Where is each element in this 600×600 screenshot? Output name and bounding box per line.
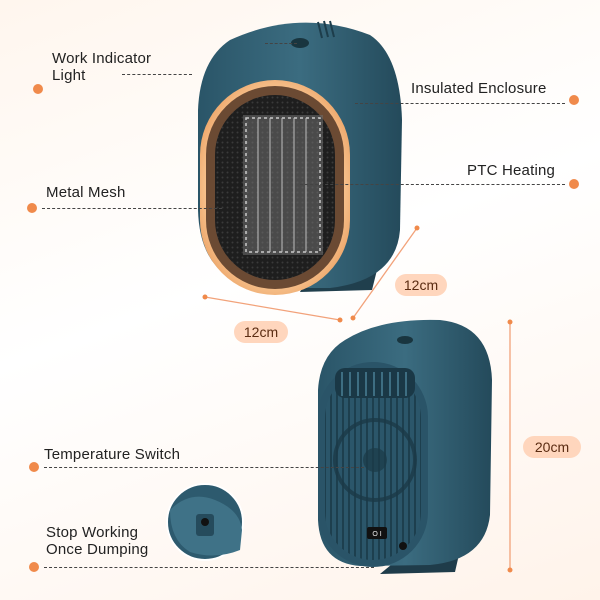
temperature-switch-dot xyxy=(29,462,39,472)
ptc-element-icon xyxy=(243,115,323,255)
height-dimension-pill: 20cm xyxy=(523,436,581,458)
ptc-heating-dot xyxy=(569,179,579,189)
temperature-switch-leader xyxy=(44,467,364,468)
fan-icon xyxy=(333,418,417,502)
stop-working-leader xyxy=(44,567,374,568)
indicator-light-icon xyxy=(291,38,309,48)
ptc-heating-leader xyxy=(300,184,565,185)
metal-mesh-leader xyxy=(42,208,222,209)
dimension-lines xyxy=(202,225,513,573)
metal-mesh-dot xyxy=(27,203,37,213)
stop-working-line1: Stop Working xyxy=(46,524,139,541)
tip-over-switch-inset xyxy=(166,483,244,561)
width-dimension-pill: 12cm xyxy=(234,321,288,343)
work-indicator-leader xyxy=(122,74,192,75)
back-heater: O I xyxy=(318,319,492,574)
depth-dimension-pill: 12cm xyxy=(395,274,447,296)
insulated-enclosure-label: Insulated Enclosure xyxy=(411,80,547,97)
power-switch[interactable] xyxy=(367,527,387,539)
front-heater xyxy=(198,20,402,295)
stop-working-line2: Once Dumping xyxy=(46,541,149,558)
power-switch-label: O I xyxy=(372,531,381,538)
work-indicator-label: Work Indicator Light xyxy=(52,50,151,84)
work-indicator-dot xyxy=(33,84,43,94)
metal-mesh-label: Metal Mesh xyxy=(46,184,126,201)
stop-working-dot xyxy=(29,562,39,572)
stop-working-label: Stop Working Once Dumping xyxy=(46,524,148,558)
work-indicator-line1: Work Indicator xyxy=(52,50,152,67)
insulated-enclosure-leader xyxy=(355,103,565,104)
temperature-switch-label: Temperature Switch xyxy=(44,446,181,463)
ptc-heating-label: PTC Heating xyxy=(467,162,556,179)
top-vent-icon xyxy=(317,20,335,39)
insulated-enclosure-dot xyxy=(569,95,579,105)
work-indicator-line2: Light xyxy=(52,67,86,84)
power-port-icon xyxy=(399,542,407,550)
work-indicator-leader-top xyxy=(265,43,297,44)
